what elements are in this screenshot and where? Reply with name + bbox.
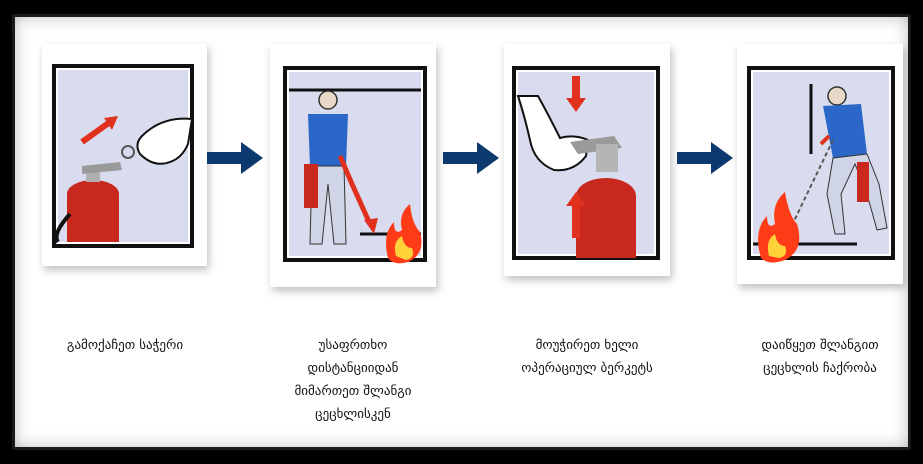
step-4-illustration — [737, 44, 903, 284]
caption-line: დაიწყეთ შლანგით — [735, 334, 905, 357]
step-1-illustration — [42, 44, 207, 266]
next-step-arrow-icon — [205, 138, 265, 178]
step-3-caption: მოუჭირეთ ხელი ოპერაციულ ბერკეტს — [502, 334, 672, 380]
caption-line: ცეცხლისკენ — [268, 403, 438, 426]
caption-line: მოუჭირეთ ხელი — [502, 334, 672, 357]
caption-line: ცეცხლის ჩაქრობა — [735, 357, 905, 380]
step-1-caption: გამოქაჩეთ საჭერი — [40, 334, 210, 357]
caption-line: უსაფრთხო — [268, 334, 438, 357]
caption-line: გამოქაჩეთ საჭერი — [40, 334, 210, 357]
next-step-arrow-icon — [441, 138, 501, 178]
next-step-arrow-icon — [675, 138, 735, 178]
caption-line: მიმართეთ შლანგი — [268, 380, 438, 403]
step-2-illustration — [270, 44, 436, 287]
caption-line: ოპერაციულ ბერკეტს — [502, 357, 672, 380]
step-3-illustration — [504, 44, 670, 276]
step-2-caption: უსაფრთხო დისტანციიდან მიმართეთ შლანგი ცე… — [268, 334, 438, 426]
caption-line: დისტანციიდან — [268, 357, 438, 380]
step-4-caption: დაიწყეთ შლანგით ცეცხლის ჩაქრობა — [735, 334, 905, 380]
